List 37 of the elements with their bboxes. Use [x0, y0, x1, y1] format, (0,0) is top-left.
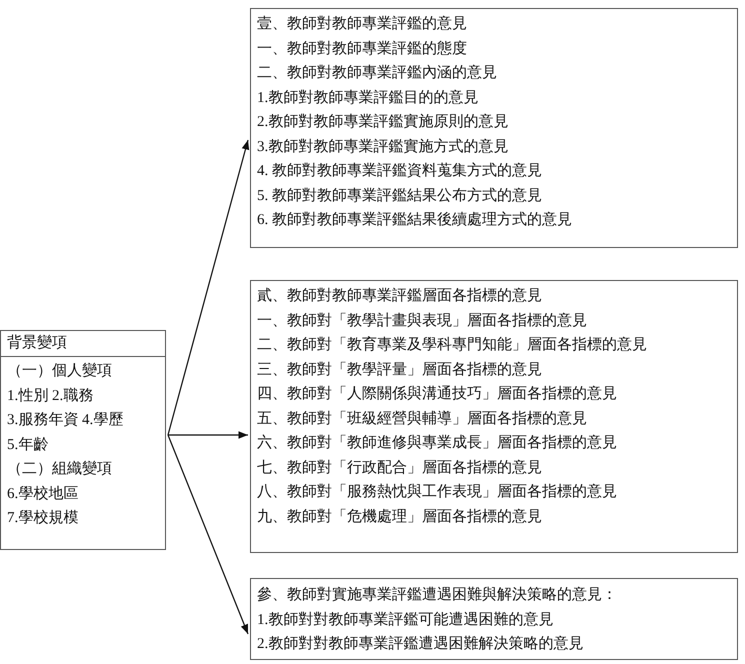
text-line: 壹、教師對教師專業評鑑的意見 [256, 14, 468, 34]
text-line: （一）個人變項 [6, 362, 113, 381]
text-line: 5. 教師對教師專業評鑑結果公布方式的意見 [256, 186, 543, 206]
text-line: 二、教師對「教育專業及學科專門知能」層面各指標的意見 [256, 335, 648, 355]
text-line: 1.性別 2.職務 [6, 386, 94, 406]
text-box [250, 8, 738, 248]
text-line: 1.教師對教師專業評鑑目的的意見 [256, 88, 480, 108]
text-line: 七、教師對「行政配合」層面各指標的意見 [256, 458, 543, 478]
text-line: 7.學校規模 [6, 508, 80, 528]
box-heading: 背景變項 [1, 331, 165, 357]
arrow [167, 140, 250, 436]
text-box [250, 578, 738, 660]
text-line: 八、教師對「服務熱忱與工作表現」層面各指標的意見 [256, 482, 618, 502]
text-line: 3.服務年資 4.學歷 [6, 411, 124, 430]
text-line: 2.教師對對教師專業評鑑遭遇困難解決策略的意見 [256, 634, 584, 654]
text-line: 5.年齡 [6, 436, 50, 454]
arrow [167, 434, 249, 634]
arrow [168, 431, 248, 439]
text-line: 二、教師對教師專業評鑑內涵的意見 [256, 64, 498, 83]
text-line: 四、教師對「人際關係與溝通技巧」層面各指標的意見 [256, 384, 618, 404]
text-line: 九、教師對「危機處理」層面各指標的意見 [256, 508, 543, 526]
text-box [250, 280, 738, 553]
text-line: 六、教師對「教師進修與專業成長」層面各指標的意見 [256, 434, 618, 453]
text-box [0, 330, 166, 550]
text-line: 一、教師對教師專業評鑑的態度 [256, 39, 468, 58]
text-line: 3.教師對教師專業評鑑實施方式的意見 [256, 137, 510, 156]
text-line: 一、教師對「教學計畫與表現」層面各指標的意見 [256, 312, 588, 330]
text-line: 五、教師對「班級經營與輔導」層面各指標的意見 [256, 410, 588, 428]
text-line: （二）組織變項 [6, 460, 113, 479]
text-line: 三、教師對「教學評量」層面各指標的意見 [256, 360, 543, 380]
text-line: 6.學校地區 [6, 484, 80, 504]
text-line: 1.教師對對教師專業評鑑可能遭遇困難的意見 [256, 610, 554, 630]
text-line: 2.教師對教師專業評鑑實施原則的意見 [256, 112, 510, 132]
text-line: 參、教師對實施專業評鑑遭遇困難與解決策略的意見： [256, 586, 618, 605]
text-line: 6. 教師對教師專業評鑑結果後續處理方式的意見 [256, 210, 573, 230]
text-line: 4. 教師對教師專業評鑑資料蒐集方式的意見 [256, 161, 543, 181]
text-line: 貳、教師對教師專業評鑑層面各指標的意見 [256, 286, 543, 306]
